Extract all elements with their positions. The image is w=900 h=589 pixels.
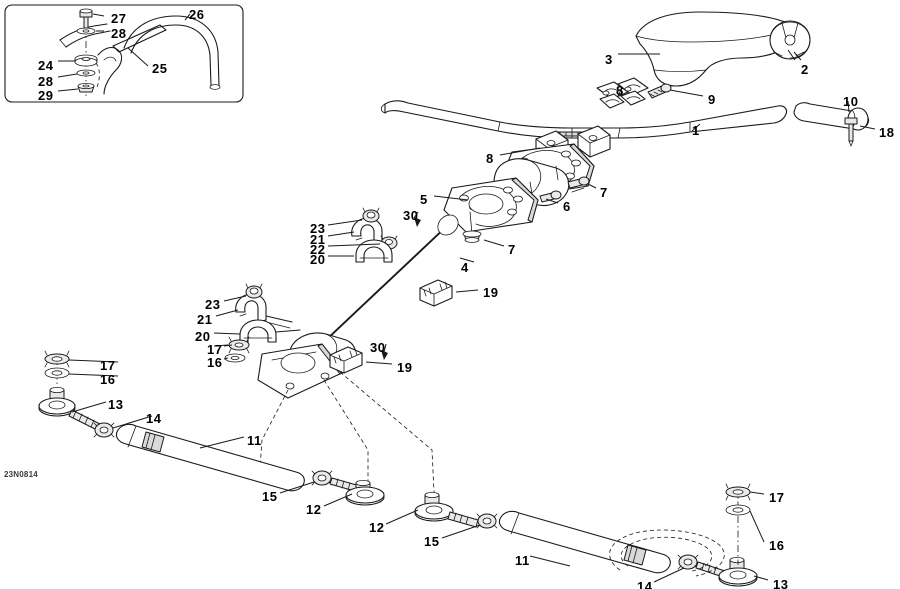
steering-column-shaft-group [299,214,459,365]
bolt-7-upper [567,176,590,193]
callout-number: 12 [369,520,385,535]
handlebar-pad-group [635,11,811,87]
washer-stack-16-17-left [224,336,250,363]
bolt-6 [539,190,562,203]
jam-nut-15-left [311,470,333,486]
callout-number: 1 [692,123,700,138]
upper-clamp-group [351,207,398,263]
ball-joint-13-right [718,557,758,587]
callout-number: 24 [38,58,54,73]
callout-number: 10 [843,94,859,109]
callout-number: 16 [100,372,116,387]
handlebar-clamp-set-group [596,77,672,109]
callout-number: 16 [207,355,223,370]
callout-number: 15 [424,534,440,549]
callout-number: 26 [189,7,205,22]
callout-number: 19 [397,360,413,375]
callout-number: 3 [605,52,613,67]
lower-clamp-group [235,283,301,343]
callout-number: 23 [310,221,326,236]
callout-number: 13 [773,577,789,589]
callout-number: 30 [403,208,419,223]
bolt-9 [647,83,672,99]
right-tie-rod-group [414,483,758,587]
callout-leader-lines [68,49,876,583]
grip-clamp-ring [769,20,811,60]
callout-number: 16 [769,538,785,553]
callout-number: 14 [637,579,653,589]
ball-joint-12-right [414,491,454,522]
jam-nut-15-right [476,513,498,529]
bushing-19-upper [419,279,453,307]
bolt-7-lower [462,211,482,243]
left-tie-rod-group [38,350,385,506]
callout-number: 20 [310,252,326,267]
callout-number: 28 [111,26,127,41]
callout-number: 8 [616,83,624,98]
callout-number: 15 [262,489,278,504]
jam-nut-14-right [677,554,699,570]
right-grip-tube-group [793,102,870,147]
callout-number: 17 [100,358,116,373]
callout-number: 13 [108,397,124,412]
callout-number: 7 [600,185,608,200]
bolt-23-lower [245,283,263,299]
bushing-19-lower [329,346,363,374]
callout-number: 9 [708,92,716,107]
callout-number: 21 [310,232,326,247]
ball-joint-13-left [38,386,76,417]
callout-number: 17 [207,342,223,357]
inset-detail-group [4,4,244,103]
callout-number: 23 [205,297,221,312]
jam-nut-14-left [93,422,115,438]
callout-number: 28 [38,74,54,89]
callout-number: 7 [508,242,516,257]
bolt-23-upper [362,207,380,223]
callout-number: 14 [146,411,162,426]
ball-joint-12-left [345,479,385,506]
callout-number: 12 [306,502,322,517]
callout-number: 29 [38,88,54,103]
callout-number: 11 [515,553,530,568]
callout-number: 21 [197,312,213,327]
diagram-watermark: 23N0814 [4,470,38,479]
bolt-18 [844,117,858,147]
callout-number: 11 [247,433,262,448]
callout-number: 19 [483,285,499,300]
callout-number: 5 [420,192,428,207]
callout-number: 30 [370,340,386,355]
callout-number: 4 [461,260,469,275]
callout-number: 6 [563,199,571,214]
callout-number: 8 [486,151,494,166]
callout-number: 18 [879,125,895,140]
callout-number: 2 [801,62,809,77]
callout-number: 22 [310,242,326,257]
callout-number: 25 [152,61,168,76]
callout-number: 20 [195,329,211,344]
callout-number: 27 [111,11,127,26]
steering-column-upper-group [414,125,611,243]
callout-number: 17 [769,490,785,505]
